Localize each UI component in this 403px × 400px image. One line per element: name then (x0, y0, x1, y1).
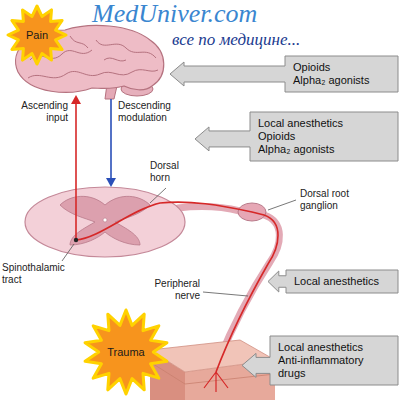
callout-outline (268, 270, 398, 293)
pathway-label: Descending modulation (118, 100, 196, 125)
drug-name: Local anesthetics (258, 117, 392, 130)
pathway-label: Ascending input (8, 100, 68, 125)
drug-callout: Local anestheticsOpioidsAlpha₂ agonists (195, 112, 398, 161)
part-label: Peripheral nerve (140, 278, 200, 303)
burst-text: Pain (26, 29, 48, 42)
drug-callout: OpioidsAlpha₂ agonists (170, 56, 398, 92)
tract-dot (74, 238, 78, 242)
part-label: Dorsal root ganglion (300, 188, 372, 212)
burst-shape: Pain (6, 4, 68, 66)
callout-outline (170, 56, 398, 92)
descending-arrowhead (106, 178, 116, 187)
drug-name: Local anesthetics (278, 341, 392, 354)
burst-outline (8, 6, 66, 64)
cord-outline (25, 187, 185, 257)
part-label: Dorsal root ganglion (300, 188, 372, 213)
grey-matter (60, 196, 150, 245)
drug-name: Opioids (258, 130, 392, 143)
watermark: все по медицине... (172, 30, 300, 50)
drug-name: Alpha₂ agonists (258, 143, 392, 156)
leader-line (150, 188, 166, 203)
watermark: все по медицине... (172, 30, 398, 50)
leader-line (62, 244, 74, 261)
drug-callout: Local anesthetics (268, 270, 398, 293)
drug-name: Opioids (293, 61, 392, 74)
drug-name: Alpha₂ agonists (293, 74, 392, 87)
drug-name: Anti-inflammatory drugs (278, 354, 392, 380)
callout-outline (195, 112, 398, 161)
part-label: Peripheral nerve (140, 278, 200, 302)
watermark: MedUniver.com (92, 0, 312, 28)
drug-callout: Local anestheticsAnti-inflammatory drugs (242, 336, 398, 385)
gyrus (96, 40, 156, 58)
ascending-arrowhead (71, 95, 81, 104)
fibre-branches (204, 372, 228, 392)
callout-outline (242, 336, 398, 385)
part-label: Spinothalamic tract (2, 262, 76, 287)
leader-line (268, 200, 296, 210)
gyrus (28, 70, 158, 78)
descending-arrow (110, 99, 112, 180)
part-label: Spinothalamic tract (2, 262, 76, 286)
watermark: MedUniver.com (92, 0, 257, 28)
burst-shape: Trauma (82, 308, 170, 396)
pathway-label: Ascending input (8, 100, 68, 124)
pathway-label: Descending modulation (118, 100, 196, 124)
leader-line (203, 292, 248, 296)
burst-outline (85, 310, 167, 394)
burst-text: Trauma (107, 346, 145, 359)
central-canal (103, 218, 107, 222)
gyrus (70, 36, 126, 61)
part-label: Dorsal horn (150, 160, 200, 184)
drug-name: Local anesthetics (294, 275, 392, 288)
part-label: Dorsal horn (150, 160, 200, 185)
